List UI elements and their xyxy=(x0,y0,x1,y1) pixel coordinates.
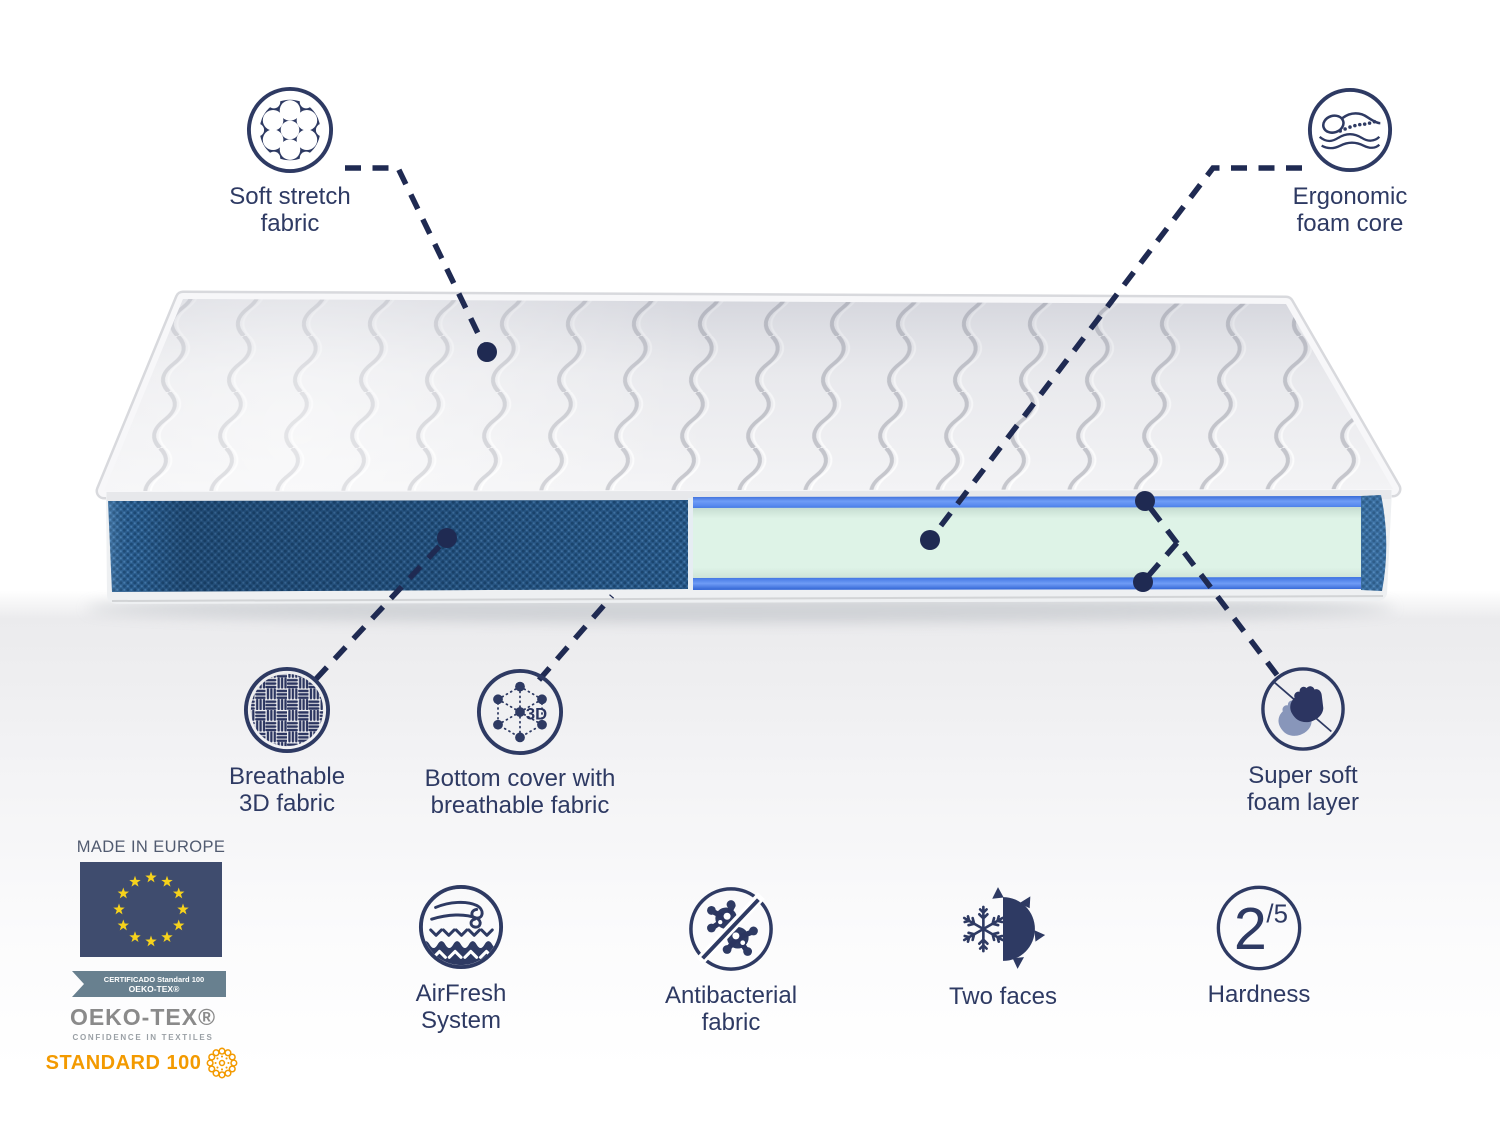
label-line: Super soft xyxy=(1248,762,1358,789)
callout-super-soft: Super soft foam layer xyxy=(1193,665,1413,816)
callout-soft-stretch: Soft stretch fabric xyxy=(180,86,400,237)
callout-label-super-soft: Super soft foam layer xyxy=(1247,762,1359,816)
label-line: Two faces xyxy=(948,983,1058,1010)
feature-label-hardness: Hardness xyxy=(1208,981,1311,1008)
callout-label-soft-stretch: Soft stretch fabric xyxy=(229,183,350,237)
label-line: Soft stretch xyxy=(229,183,351,210)
oeko-tagline-text: CONFIDENCE IN TEXTILES xyxy=(72,1033,214,1042)
foam-top-stripe xyxy=(693,496,1361,509)
dot-soft-stretch xyxy=(477,342,497,362)
label-line: fabric xyxy=(701,1009,761,1036)
dot-super-soft-top xyxy=(1135,491,1155,511)
icon-3d-text: 3D xyxy=(526,704,547,723)
callout-label-ergonomic: Ergonomic foam core xyxy=(1293,183,1408,237)
mattress-top-surface xyxy=(95,290,1402,500)
line-super-soft xyxy=(1174,541,1280,677)
oeko-brand-text: OEKO-TEX® xyxy=(69,1004,217,1030)
line-bottom-cover xyxy=(536,594,615,682)
feature-label-airfresh: AirFresh System xyxy=(416,980,507,1034)
label-line: Bottom cover with xyxy=(424,765,616,792)
label-line: Ergonomic xyxy=(1292,183,1408,210)
no-bacteria-icon xyxy=(689,887,773,971)
label-line: Hardness xyxy=(1207,981,1311,1008)
sleeping-person-icon xyxy=(1307,87,1393,173)
feature-antibacterial: Antibacterial fabric xyxy=(621,885,841,1036)
winter-summer-icon xyxy=(962,887,1046,969)
label-line: 3D fabric xyxy=(238,790,336,817)
label-line: Antibacterial xyxy=(664,982,798,1009)
label-line: AirFresh xyxy=(415,980,507,1007)
side-fabric-corner xyxy=(1361,495,1387,591)
hand-press-icon xyxy=(1261,667,1345,751)
callout-label-breathable: Breathable 3D fabric xyxy=(229,763,345,817)
dot-super-soft-bottom xyxy=(1133,572,1153,592)
label-line: fabric xyxy=(260,210,320,237)
line-breathable xyxy=(313,536,450,681)
fabric-weave-icon xyxy=(246,86,334,174)
foam-bottom-stripe xyxy=(693,577,1361,590)
ribbon-line: OEKO-TEX® xyxy=(128,983,180,994)
made-in-europe-label: MADE IN EUROPE xyxy=(76,838,226,856)
hexagon-3d-mesh-icon: 3D xyxy=(476,668,564,756)
line-ergonomic xyxy=(927,165,1302,542)
cutaway-edge xyxy=(688,498,693,590)
label-line: System xyxy=(420,1007,501,1034)
label-line: foam core xyxy=(1296,210,1404,237)
feature-label-two-faces: Two faces xyxy=(949,983,1057,1010)
feature-label-antibacterial: Antibacterial fabric xyxy=(665,982,797,1036)
airflow-icon xyxy=(418,884,504,970)
oeko-certificate-ribbon: CERTIFICADO Standard 100 OEKO-TEX® xyxy=(72,971,226,997)
hardness-value: 2 xyxy=(1234,895,1267,962)
label-line: foam layer xyxy=(1246,789,1360,816)
hardness-scale-icon: 2 /5 xyxy=(1216,885,1302,971)
ribbon-line: CERTIFICADO Standard 100 xyxy=(103,974,205,984)
feature-two-faces: Two faces xyxy=(893,884,1113,1010)
dot-breathable xyxy=(437,528,457,548)
feature-airfresh: AirFresh System xyxy=(361,883,561,1034)
mattress-front-face xyxy=(106,490,1392,604)
callout-label-bottom-cover: Bottom cover with breathable fabric xyxy=(425,765,616,819)
line-super-soft-top xyxy=(1142,499,1180,545)
label-line: breathable fabric xyxy=(430,792,610,819)
callout-breathable: Breathable 3D fabric xyxy=(177,666,397,817)
callout-ergonomic: Ergonomic foam core xyxy=(1240,86,1460,237)
label-line: Breathable xyxy=(228,763,346,790)
callout-bottom-cover: 3D Bottom cover with breathable fabric xyxy=(385,668,655,819)
front-bottom-edge xyxy=(111,595,1384,602)
oeko-standard-text: STANDARD 100 xyxy=(45,1051,202,1074)
oeko-flower-icon xyxy=(206,1047,238,1079)
hardness-scale: /5 xyxy=(1266,900,1288,928)
dot-ergonomic xyxy=(920,530,940,550)
weave-3d-fabric-icon xyxy=(243,666,331,754)
eu-flag xyxy=(80,862,222,957)
oeko-tex-logo: OEKO-TEX® CONFIDENCE IN TEXTILES STANDAR… xyxy=(46,1004,238,1081)
callout-lines xyxy=(313,165,1302,682)
feature-hardness: 2 /5 Hardness xyxy=(1159,884,1359,1008)
